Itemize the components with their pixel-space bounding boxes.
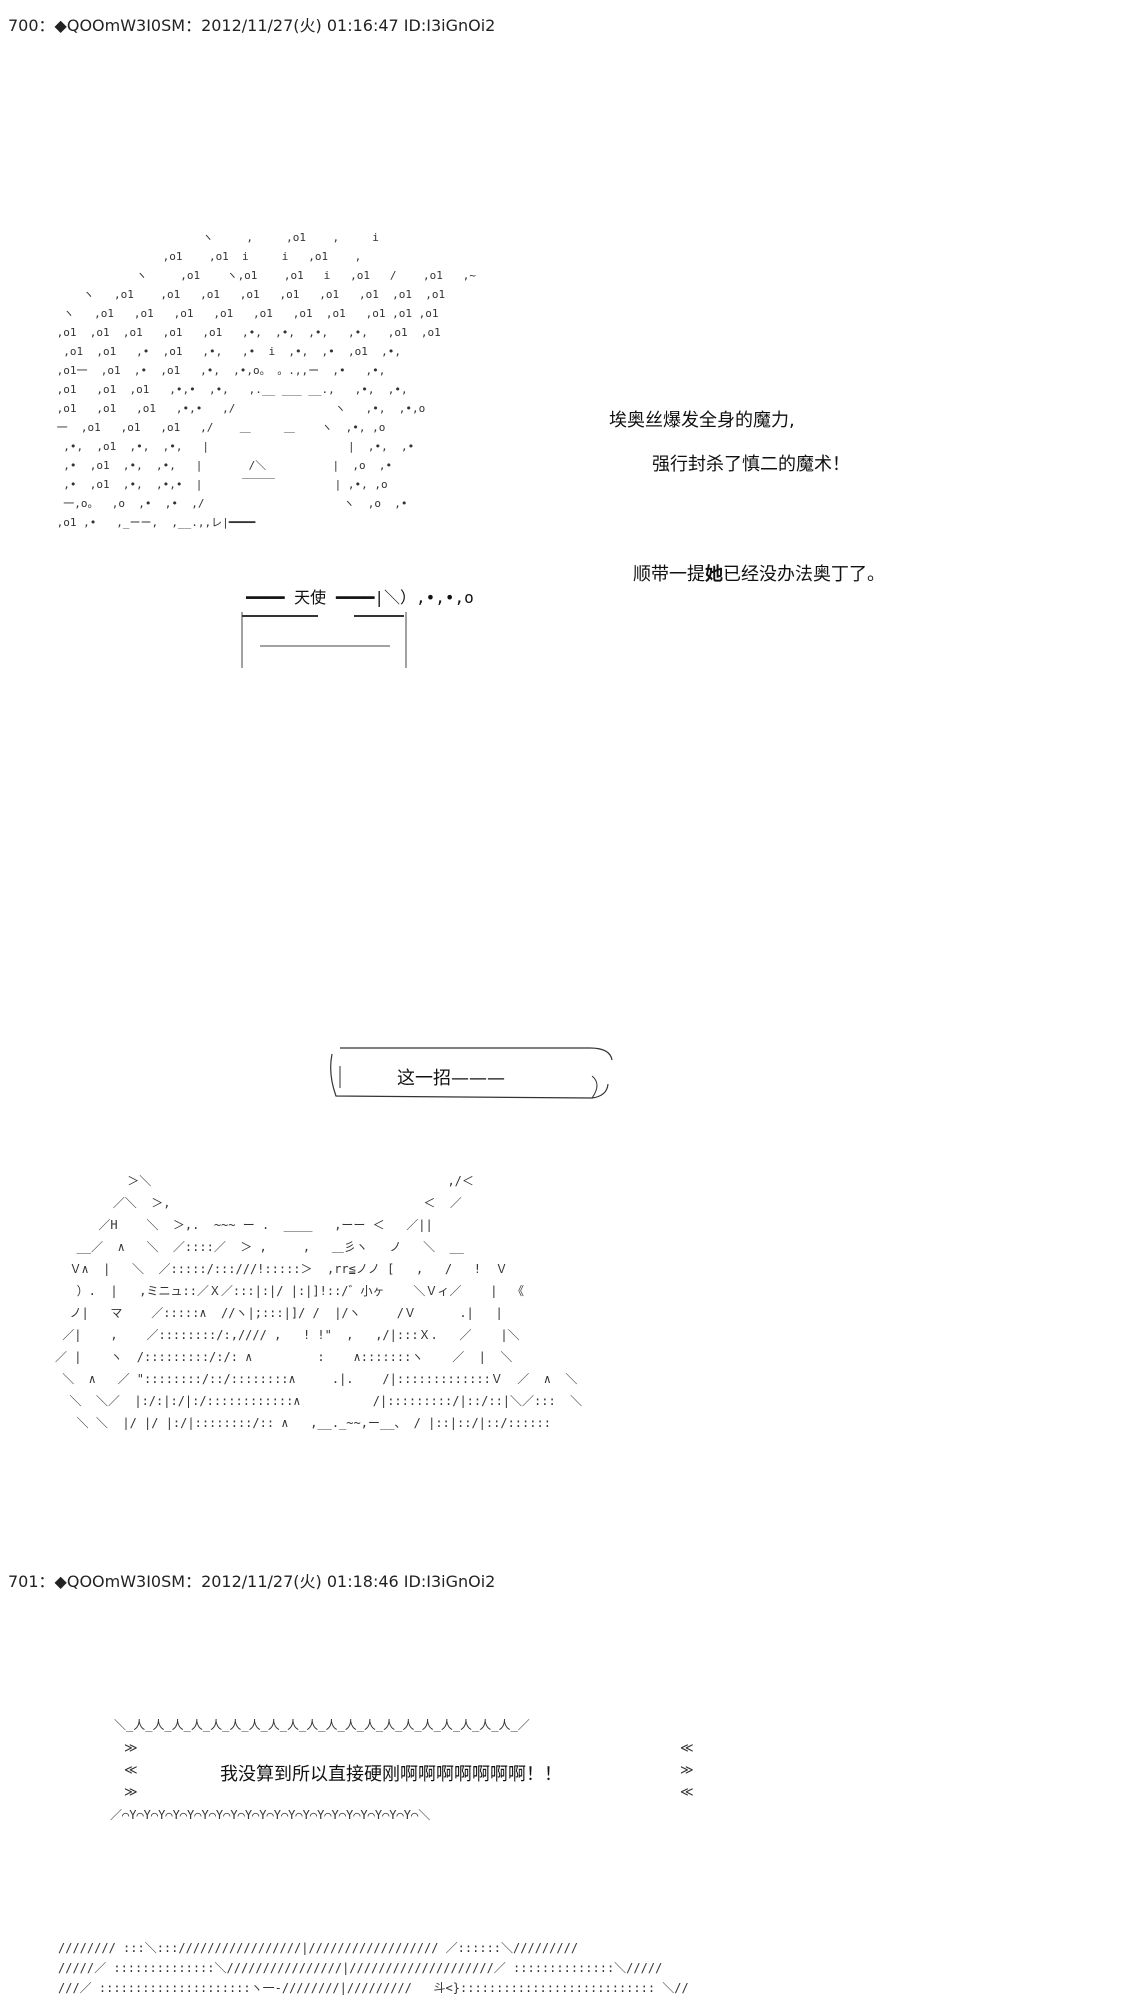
angel-label: ━━━━ 天使 ━━━━|＼）,•,•,o <box>246 588 474 607</box>
narration-line-3: 顺带一提她已经没办法奥丁了。 <box>633 564 885 585</box>
shout-bottom-border: ／⌒Y⌒Y⌒Y⌒Y⌒Y⌒Y⌒Y⌒Y⌒Y⌒Y⌒Y⌒Y⌒Y⌒Y⌒Y⌒Y⌒Y⌒Y⌒Y⌒… <box>110 1808 431 1822</box>
ascii-art-hands: ＞＼ ,/＜ ／＼ ＞, ＜ ／ ／Η ＼ ＞,. ~~~ ー . ____ ,… <box>55 1174 583 1430</box>
shout-left-border: ≫ ≪ ≫ <box>124 1741 138 1800</box>
shout-text: 我没算到所以直接硬刚啊啊啊啊啊啊啊！！ <box>220 1764 562 1785</box>
face-chin <box>236 612 416 670</box>
ascii-art-bottom: //////// :::＼::://///////////////|//////… <box>58 1941 689 1995</box>
narration-line-2: 强行封杀了慎二的魔术！ <box>652 454 850 475</box>
shout-top-border: ＼_人_人_人_人_人_人_人_人_人_人_人_人_人_人_人_人_人_人_人_… <box>114 1718 530 1732</box>
ascii-art-face: ヽ , ,o1 , i ,o1 ,o1 i i ,o1 , ヽ ,o1 ヽ,o1… <box>56 231 476 529</box>
post-header-700: 700：◆QOOmW3I0SM：2012/11/27(火) 01:16:47 I… <box>8 16 496 35</box>
post-header-701: 701：◆QOOmW3I0SM：2012/11/27(火) 01:18:46 I… <box>8 1572 496 1591</box>
bubble-text: 这一招——— <box>397 1068 505 1089</box>
shout-box: ＼_人_人_人_人_人_人_人_人_人_人_人_人_人_人_人_人_人_人_人_… <box>110 1718 700 1828</box>
shout-right-border: ≪ ≫ ≪ <box>680 1741 694 1800</box>
speech-bubble: 这一招——— <box>322 1040 613 1108</box>
narration-line-1: 埃奥丝爆发全身的魔力, <box>609 410 795 431</box>
